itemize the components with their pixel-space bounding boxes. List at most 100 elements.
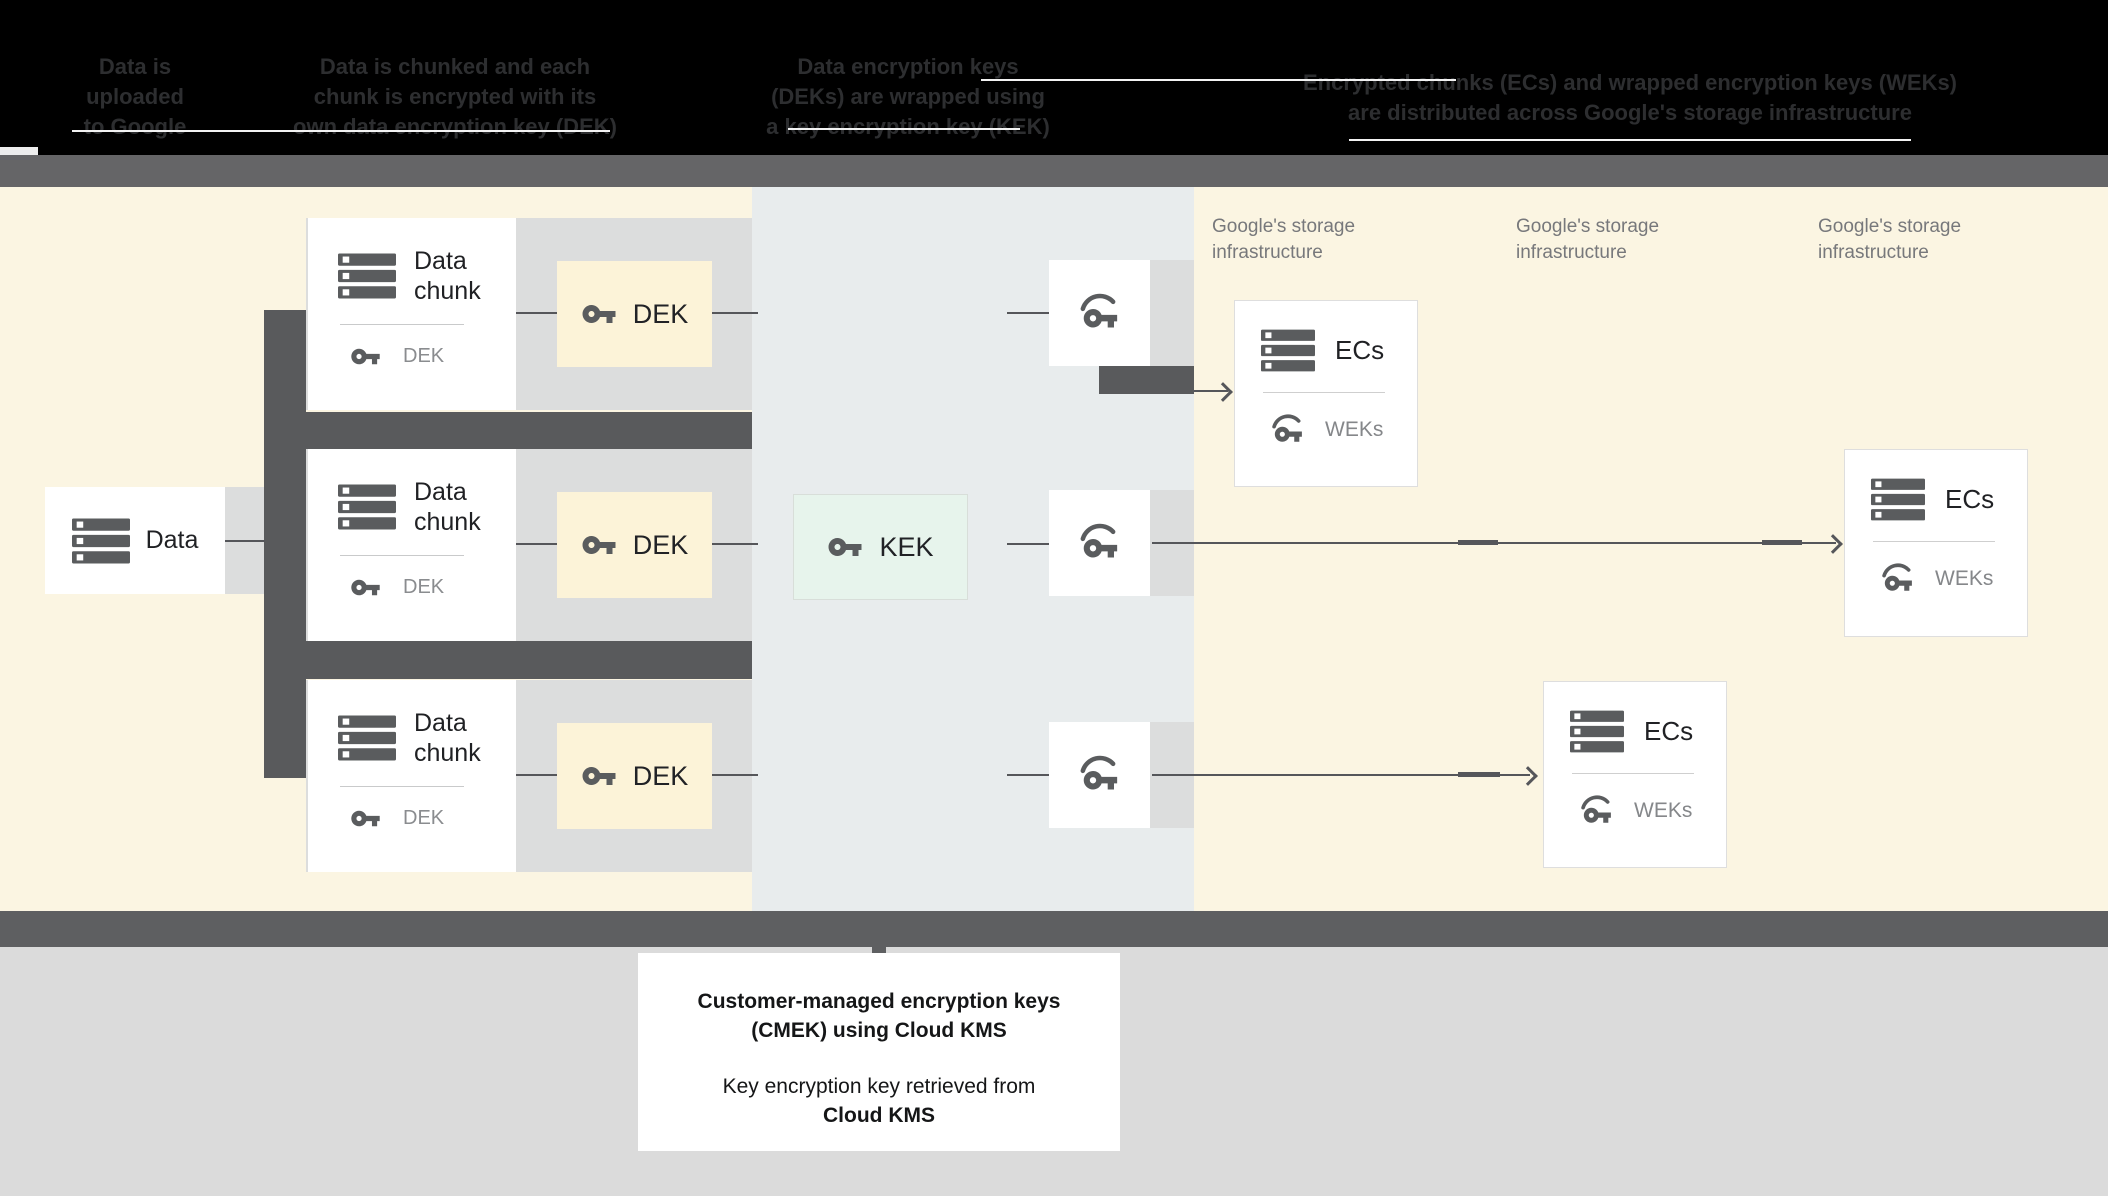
- server-stack-icon: [338, 253, 396, 299]
- chunk2-dek-label: DEK: [403, 576, 445, 598]
- header-divider-bar: [0, 155, 2108, 187]
- server-stack-icon: [71, 518, 130, 564]
- fanout-separator-1: [264, 412, 752, 449]
- ecs2-label: ECs: [1945, 484, 1995, 514]
- chunk3-label-line2: chunk: [414, 739, 481, 767]
- storage3-line2: infrastructure: [1818, 242, 1929, 263]
- ecs-box-1: ECs WEKs: [1234, 300, 1418, 487]
- storage2-line2: infrastructure: [1516, 242, 1627, 263]
- header-step-1: Data is uploaded to Google: [55, 52, 215, 142]
- dek1-label: DEK: [632, 298, 689, 329]
- header-rule: [981, 79, 1456, 81]
- caption-body-line1: Key encryption key retrieved from: [722, 1075, 1036, 1098]
- server-stack-icon: [338, 715, 396, 761]
- chunk2-label-line2: chunk: [414, 508, 481, 536]
- dek1-out-line: [712, 312, 758, 314]
- storage-label-3: Google's storage infrastructure: [1818, 214, 1961, 266]
- ecs-box-divider: [1572, 773, 1694, 774]
- step2-line3: own data encryption key (DEK): [293, 114, 617, 139]
- chunk3-label-line1: Data: [414, 709, 467, 737]
- caption-pointer-tab: [872, 947, 886, 954]
- chunk1-label-line1: Data: [414, 247, 467, 275]
- header-rule: [788, 128, 1020, 130]
- ecs1-weks-label: WEKs: [1325, 418, 1384, 441]
- header-step-2: Data is chunked and each chunk is encryp…: [285, 52, 625, 142]
- wrap2-in-line: [1007, 543, 1049, 545]
- wrap1-trail: [1150, 260, 1194, 366]
- wrap3-in-line: [1007, 774, 1049, 776]
- dek3-label: DEK: [632, 760, 689, 791]
- ecs1-label: ECs: [1335, 335, 1385, 365]
- row3-line-thick-segment: [1458, 772, 1500, 777]
- row3-arrow-line: [1152, 774, 1530, 776]
- step2-line2: chunk is encrypted with its: [313, 84, 597, 109]
- caption-body-line2: Cloud KMS: [823, 1104, 935, 1127]
- dek-box-3: DEK: [557, 723, 712, 829]
- fanout-separator-2: [264, 641, 752, 679]
- header-rule: [1349, 139, 1911, 141]
- chunk-box-divider: [340, 324, 464, 325]
- step1-line3: to Google: [83, 114, 187, 139]
- key-icon: [350, 572, 381, 603]
- wrapped-key-box-2: [1049, 490, 1150, 596]
- wrapped-key-icon: [1076, 522, 1124, 564]
- wrapped-key-box-3: [1049, 722, 1150, 828]
- wrapped-key-icon: [1269, 413, 1307, 447]
- wrapped-key-icon: [1076, 292, 1124, 334]
- key-icon: [827, 529, 863, 565]
- chunk3-dek-label: DEK: [403, 807, 445, 829]
- ecs3-weks-label: WEKs: [1634, 799, 1693, 822]
- wrapped-key-icon: [1578, 794, 1616, 828]
- chunk2-to-dek-line: [516, 543, 557, 545]
- server-stack-icon: [338, 484, 396, 530]
- kek-label: KEK: [879, 531, 934, 562]
- server-stack-icon: [1261, 329, 1315, 372]
- row1-thick-connector: [1099, 366, 1194, 394]
- wrapped-key-box-1: [1049, 260, 1150, 366]
- server-stack-icon: [1570, 710, 1624, 753]
- wrapped-key-icon: [1879, 562, 1917, 596]
- dek3-out-line: [712, 774, 758, 776]
- caption-box: Customer-managed encryption keys (CMEK) …: [638, 953, 1120, 1151]
- ecs3-label: ECs: [1644, 716, 1694, 746]
- ecs-box-divider: [1263, 392, 1385, 393]
- chunk2-label-line1: Data: [414, 478, 467, 506]
- data-box: Data: [45, 487, 225, 594]
- storage1-line2: infrastructure: [1212, 242, 1323, 263]
- data-to-trunk-line: [225, 540, 265, 542]
- server-stack-icon: [1871, 478, 1925, 521]
- ecs-box-2: ECs WEKs: [1844, 449, 2028, 637]
- step4-line2: are distributed across Google's storage …: [1348, 100, 1912, 125]
- step1-line1: Data is: [98, 54, 172, 79]
- caption-title-line1: Customer-managed encryption keys: [697, 990, 1061, 1013]
- storage-label-2: Google's storage infrastructure: [1516, 214, 1659, 266]
- step2-line1: Data is chunked and each: [319, 54, 591, 79]
- chunk-box-divider: [340, 786, 464, 787]
- ecs-box-divider: [1873, 541, 1995, 542]
- header-rule: [292, 130, 610, 132]
- fanout-trunk-connector: [264, 310, 306, 778]
- step3-line2: (DEKs) are wrapped using: [771, 84, 1045, 109]
- storage1-line1: Google's storage: [1212, 216, 1356, 237]
- step4-line1: Encrypted chunks (ECs) and wrapped encry…: [1302, 70, 1958, 95]
- wrapped-key-icon: [1076, 754, 1124, 796]
- row2-line-thick-segment: [1762, 540, 1802, 545]
- bottom-divider-bar: [0, 911, 2108, 947]
- key-icon: [350, 341, 381, 372]
- header-step-3: Data encryption keys (DEKs) are wrapped …: [748, 52, 1068, 142]
- dek-box-2: DEK: [557, 492, 712, 598]
- header-rule: [72, 130, 302, 132]
- key-icon: [350, 803, 381, 834]
- header-strip: Data is uploaded to Google Data is chunk…: [0, 0, 2108, 155]
- step3-line3: a key encryption key (KEK): [766, 114, 1050, 139]
- caption-title-line2: (CMEK) using Cloud KMS: [751, 1019, 1007, 1042]
- dek2-label: DEK: [632, 529, 689, 560]
- ecs2-weks-label: WEKs: [1935, 567, 1994, 590]
- wrap1-in-line: [1007, 312, 1049, 314]
- row1-arrow-line: [1194, 390, 1228, 392]
- key-icon: [581, 296, 617, 332]
